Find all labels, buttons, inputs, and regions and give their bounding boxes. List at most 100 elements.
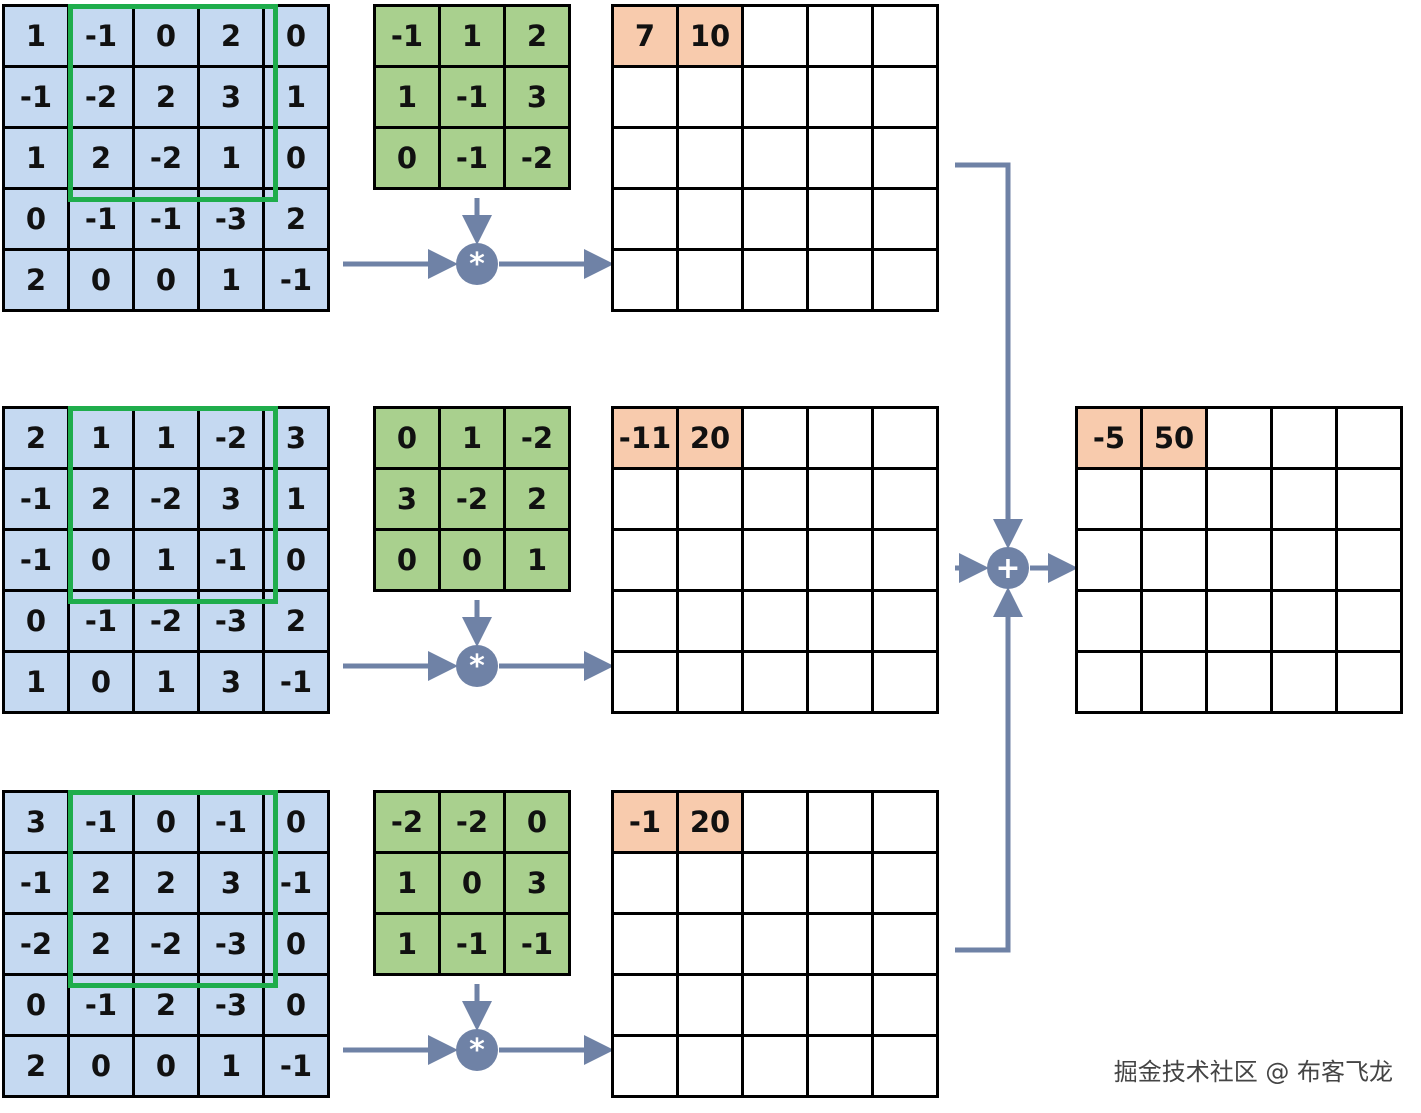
channel-output-2-cell bbox=[806, 406, 874, 470]
convolution-operator-2: * bbox=[456, 645, 498, 687]
kernel-matrix-2-cell: 0 bbox=[438, 528, 506, 592]
kernel-matrix-1-cell: -1 bbox=[438, 126, 506, 190]
input-matrix-2-cell: -1 bbox=[67, 589, 135, 653]
channel-output-2-cell bbox=[741, 589, 809, 653]
input-matrix-3-cell: -1 bbox=[262, 851, 330, 915]
input-matrix-3-cell: 0 bbox=[132, 1034, 200, 1098]
channel-output-1-cell bbox=[741, 65, 809, 129]
channel-output-3-cell bbox=[806, 973, 874, 1037]
final-output-matrix-cell bbox=[1335, 528, 1403, 592]
channel-output-2-cell bbox=[741, 650, 809, 714]
final-output-matrix-cell bbox=[1205, 650, 1273, 714]
channel-output-2-cell bbox=[741, 528, 809, 592]
input-matrix-3-cell: -2 bbox=[2, 912, 70, 976]
kernel-matrix-1-cell: 1 bbox=[438, 4, 506, 68]
channel-output-1-cell bbox=[611, 65, 679, 129]
kernel-matrix-1-cell: -2 bbox=[503, 126, 571, 190]
input-matrix-2-cell: -1 bbox=[2, 467, 70, 531]
channel-output-1-cell bbox=[806, 4, 874, 68]
input-matrix-1-cell: -1 bbox=[262, 248, 330, 312]
final-output-matrix-cell bbox=[1335, 467, 1403, 531]
kernel-matrix-2-cell: 3 bbox=[373, 467, 441, 531]
input-matrix-1-cell: -1 bbox=[67, 4, 135, 68]
input-matrix-1-cell: 1 bbox=[197, 126, 265, 190]
final-output-matrix-cell bbox=[1205, 406, 1273, 470]
input-matrix-1-cell: 3 bbox=[197, 65, 265, 129]
input-matrix-2-cell: 3 bbox=[197, 467, 265, 531]
kernel-matrix-2-cell: 0 bbox=[373, 528, 441, 592]
input-matrix-3-cell: -3 bbox=[197, 912, 265, 976]
channel-output-1-cell bbox=[676, 126, 744, 190]
final-output-matrix-cell bbox=[1335, 406, 1403, 470]
input-matrix-2-cell: 1 bbox=[262, 467, 330, 531]
input-matrix-3-cell: -1 bbox=[67, 790, 135, 854]
channel-output-1-cell bbox=[806, 248, 874, 312]
input-matrix-1-cell: 1 bbox=[262, 65, 330, 129]
input-matrix-3-cell: 2 bbox=[132, 851, 200, 915]
channel-output-3-cell: 20 bbox=[676, 790, 744, 854]
input-matrix-2-cell: -1 bbox=[262, 650, 330, 714]
input-matrix-2-cell: 1 bbox=[132, 650, 200, 714]
channel-output-1-cell bbox=[741, 4, 809, 68]
final-output-matrix-cell bbox=[1205, 467, 1273, 531]
channel-output-3-cell bbox=[676, 851, 744, 915]
final-output-matrix-cell bbox=[1270, 406, 1338, 470]
input-matrix-3-cell: 3 bbox=[2, 790, 70, 854]
kernel-matrix-2-cell: -2 bbox=[438, 467, 506, 531]
input-matrix-3-cell: 0 bbox=[2, 973, 70, 1037]
sum-operator: + bbox=[987, 547, 1029, 589]
final-output-matrix-cell bbox=[1270, 528, 1338, 592]
kernel-matrix-1-cell: 1 bbox=[373, 65, 441, 129]
channel-output-2-cell bbox=[611, 589, 679, 653]
channel-output-3-cell bbox=[806, 851, 874, 915]
input-matrix-1-cell: 2 bbox=[197, 4, 265, 68]
input-matrix-1-cell: -1 bbox=[132, 187, 200, 251]
channel-output-1-cell bbox=[806, 65, 874, 129]
channel-output-1-cell bbox=[871, 126, 939, 190]
channel-output-1-cell: 10 bbox=[676, 4, 744, 68]
channel-output-3-cell bbox=[741, 973, 809, 1037]
channel-output-3-cell bbox=[871, 912, 939, 976]
input-matrix-3-cell: 0 bbox=[262, 790, 330, 854]
channel-output-1-cell bbox=[871, 187, 939, 251]
input-matrix-3-cell: 0 bbox=[132, 790, 200, 854]
channel-output-1-cell bbox=[611, 248, 679, 312]
final-output-matrix-cell bbox=[1335, 650, 1403, 714]
final-output-matrix-cell bbox=[1270, 650, 1338, 714]
channel-output-2-cell bbox=[871, 589, 939, 653]
input-matrix-2-cell: -3 bbox=[197, 589, 265, 653]
input-matrix-2-cell: 0 bbox=[67, 650, 135, 714]
input-matrix-3-cell: -1 bbox=[262, 1034, 330, 1098]
input-matrix-1-cell: -2 bbox=[67, 65, 135, 129]
kernel-matrix-3-cell: -1 bbox=[503, 912, 571, 976]
channel-output-1-cell bbox=[741, 187, 809, 251]
channel-output-1-cell bbox=[806, 187, 874, 251]
input-matrix-1-cell: 0 bbox=[132, 4, 200, 68]
input-matrix-1-cell: 1 bbox=[197, 248, 265, 312]
channel-output-3-cell bbox=[741, 851, 809, 915]
channel-output-3-cell bbox=[611, 851, 679, 915]
channel-output-1-cell bbox=[676, 65, 744, 129]
input-matrix-2-cell: -2 bbox=[132, 589, 200, 653]
channel-output-1-cell bbox=[676, 187, 744, 251]
channel-output-1-cell bbox=[871, 248, 939, 312]
input-matrix-3-cell: 2 bbox=[132, 973, 200, 1037]
channel-output-3-cell bbox=[676, 973, 744, 1037]
input-matrix-1-cell: 2 bbox=[132, 65, 200, 129]
input-matrix-1-cell: -3 bbox=[197, 187, 265, 251]
kernel-matrix-1-cell: -1 bbox=[373, 4, 441, 68]
final-output-matrix-cell bbox=[1270, 467, 1338, 531]
convolution-operator-3: * bbox=[456, 1029, 498, 1071]
channel-output-3-cell bbox=[611, 912, 679, 976]
input-matrix-3-cell: 2 bbox=[67, 912, 135, 976]
channel-output-2-cell bbox=[871, 528, 939, 592]
input-matrix-2-cell: -2 bbox=[132, 467, 200, 531]
channel-output-2-cell bbox=[871, 406, 939, 470]
input-matrix-2-cell: 0 bbox=[262, 528, 330, 592]
channel-output-2-cell bbox=[676, 650, 744, 714]
